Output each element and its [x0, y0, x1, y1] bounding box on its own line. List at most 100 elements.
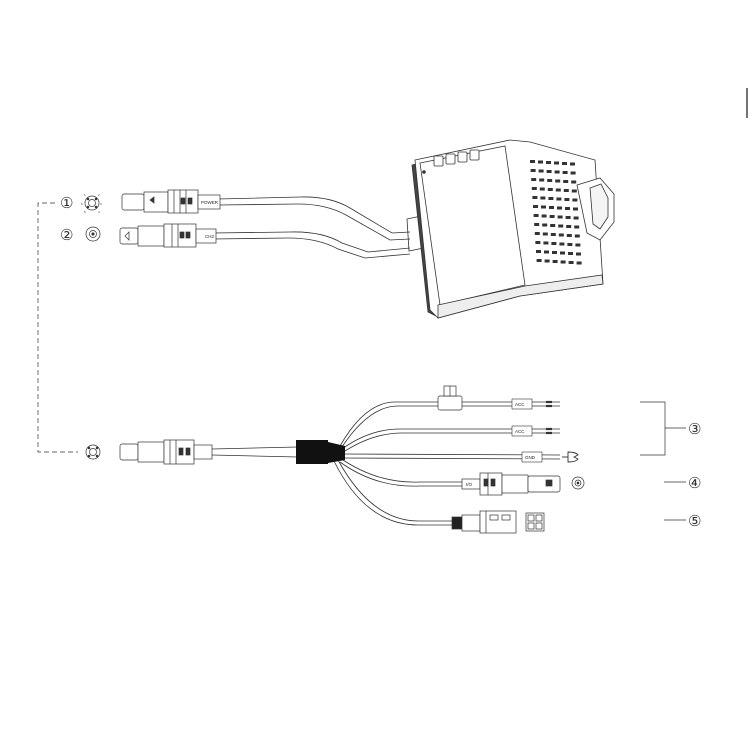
callout-5: ⑤ — [688, 512, 701, 530]
power-connector — [121, 189, 221, 214]
connector-pinout-icon — [571, 476, 585, 490]
ring-terminal-icon — [562, 451, 579, 463]
acc2-label: ACC — [515, 429, 525, 434]
vent-slot — [556, 197, 562, 201]
vent-slot — [562, 171, 568, 174]
vent-slot — [562, 162, 567, 165]
vent-slot — [571, 189, 577, 193]
callout-1: ① — [60, 194, 73, 212]
vent-slot — [554, 161, 559, 165]
vent-slot — [542, 223, 548, 227]
callout-4: ④ — [688, 474, 701, 492]
ch2-label: CH2 — [205, 234, 214, 239]
vent-slot — [576, 252, 581, 256]
vent-slot — [549, 206, 554, 209]
vent-slot — [566, 225, 572, 228]
junction-sleeve — [296, 440, 345, 464]
vent-slot — [554, 170, 560, 174]
pin-label: 4 — [98, 210, 100, 214]
vent-slot — [574, 234, 580, 238]
connector-pinout-icon — [525, 512, 545, 532]
vent-slot — [544, 250, 549, 254]
main-harness-connector — [119, 439, 213, 465]
vent-slot — [576, 261, 582, 265]
vent-slot — [532, 196, 538, 199]
vent-slot — [575, 243, 581, 247]
vent-slot — [541, 214, 547, 218]
pin-label: 3 — [100, 202, 102, 206]
vent-slot — [544, 259, 550, 263]
io-label: I/O — [466, 482, 473, 487]
vent-slot — [541, 205, 546, 209]
vent-slot — [552, 260, 558, 263]
camera-device-icon — [406, 139, 615, 319]
vent-slot — [559, 242, 565, 246]
vent-slot — [536, 259, 542, 262]
vent-slot — [531, 187, 537, 190]
harness-wires — [211, 401, 561, 526]
vent-slot — [546, 170, 552, 173]
device-vent-grid — [530, 160, 582, 265]
vent-slot — [557, 215, 563, 219]
vent-slot — [573, 207, 578, 211]
vent-slot — [557, 206, 562, 210]
pinout-icon-main — [85, 444, 101, 460]
vent-slot — [571, 180, 577, 184]
vent-slot — [530, 160, 535, 163]
vent-slot — [542, 232, 548, 236]
accessory-connector — [451, 510, 517, 534]
callout-2: ② — [60, 226, 73, 244]
vent-slot — [550, 224, 556, 227]
vent-slot — [560, 251, 565, 255]
vent-slot — [543, 241, 549, 245]
dashed-link-line — [37, 202, 78, 453]
vent-slot — [548, 197, 554, 200]
vent-slot — [531, 178, 537, 181]
connector-pinout-icon — [85, 226, 101, 242]
vent-slot — [534, 223, 540, 226]
vent-slot — [572, 198, 578, 202]
io-connector — [461, 472, 561, 496]
vent-slot — [564, 198, 570, 201]
vent-slot — [549, 215, 555, 218]
gnd-label: GND — [525, 455, 536, 460]
vent-slot — [547, 188, 553, 191]
vent-slot — [558, 224, 564, 228]
vent-slot — [566, 234, 572, 237]
vent-slot — [551, 242, 557, 245]
gnd-tag — [521, 451, 543, 463]
vent-slot — [530, 169, 536, 172]
vent-slot — [538, 160, 543, 164]
vent-slot — [536, 250, 541, 253]
vent-slot — [570, 162, 575, 166]
vent-slot — [574, 225, 580, 229]
vent-slot — [560, 260, 566, 264]
vent-slot — [547, 179, 553, 182]
vent-slot — [570, 171, 576, 175]
acc1-tag — [511, 398, 552, 410]
vent-slot — [563, 180, 569, 183]
vent-slot — [538, 169, 544, 173]
vent-slot — [555, 179, 561, 183]
vent-slot — [539, 187, 545, 191]
device-cables — [212, 196, 411, 259]
vent-slot — [573, 216, 579, 220]
vent-slot — [567, 243, 573, 246]
vent-slot — [550, 233, 556, 236]
acc1-label: ACC — [515, 402, 525, 407]
vent-slot — [563, 189, 569, 192]
pin-label: 1 — [84, 193, 86, 197]
vent-slot — [555, 188, 561, 192]
power-label: POWER — [201, 200, 219, 205]
vent-slot — [535, 241, 541, 244]
pin-label: 2 — [98, 193, 100, 197]
acc2-tag — [511, 425, 552, 437]
group-bracket — [640, 401, 686, 456]
vent-slot — [565, 207, 570, 210]
callout-3: ③ — [688, 420, 701, 438]
vent-slot — [568, 252, 573, 255]
pin-label: 5 — [84, 210, 86, 214]
vent-slot — [539, 178, 545, 182]
fuse-icon — [437, 385, 463, 411]
ch2-connector — [119, 223, 217, 248]
